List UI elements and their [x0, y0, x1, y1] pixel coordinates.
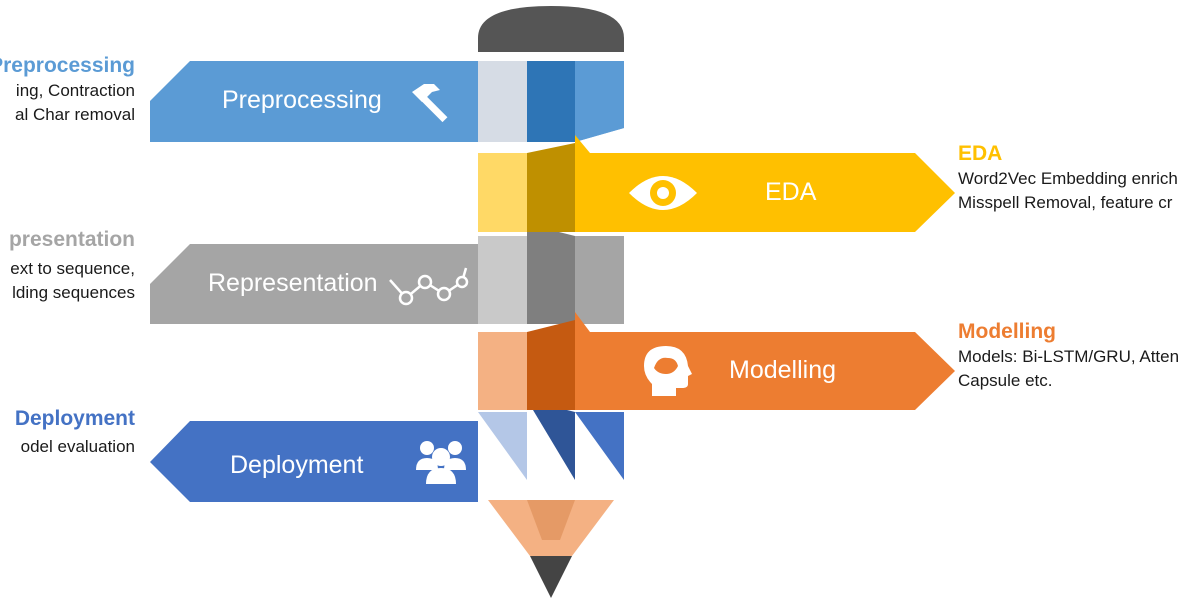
modelling-caption-line-2: Capsule etc.	[958, 371, 1053, 390]
pencil-cap	[478, 6, 624, 52]
representation-caption-line-1: ext to sequence,	[10, 259, 135, 278]
eda-caption-title: EDA	[958, 142, 1003, 165]
users-icon	[416, 441, 466, 484]
eda-caption-line-2: Misspell Removal, feature cr	[958, 193, 1173, 212]
stage-deployment-band	[150, 400, 624, 502]
molecule-icon	[389, 267, 469, 306]
representation-caption-title: presentation	[8, 228, 135, 251]
representation-caption-line-2: lding sequences	[12, 283, 135, 302]
preprocessing-arrow-label: Preprocessing	[222, 86, 382, 114]
pencil-tip	[488, 500, 614, 598]
stage-modelling-band	[478, 312, 955, 410]
deployment-caption-title: Deployment	[14, 407, 135, 430]
eda-caption: EDA Word2Vec Embedding enrich Misspell R…	[958, 140, 1200, 230]
deployment-arrow-label: Deployment	[230, 451, 364, 479]
preprocessing-caption-line-2: al Char removal	[15, 105, 135, 124]
modelling-arrow-label: Modelling	[729, 356, 837, 384]
eda-caption-line-1: Word2Vec Embedding enrich	[958, 169, 1178, 188]
preprocessing-caption-line-1: ing, Contraction	[15, 81, 135, 100]
modelling-caption: Modelling Models: Bi-LSTM/GRU, Atten Cap…	[958, 318, 1200, 398]
modelling-caption-title: Modelling	[958, 320, 1056, 343]
head-icon	[644, 346, 692, 396]
stage-representation-band	[150, 224, 624, 324]
stage-eda-band	[478, 135, 955, 232]
modelling-caption-line-1: Models: Bi-LSTM/GRU, Atten	[958, 347, 1180, 366]
hammer-icon	[412, 84, 448, 123]
preprocessing-caption-title: Preprocessing	[0, 54, 135, 77]
representation-arrow-label: Representation	[208, 269, 378, 297]
eye-icon	[629, 176, 697, 210]
eda-arrow-label: EDA	[765, 178, 817, 206]
deployment-caption-line-1: odel evaluation	[20, 437, 135, 456]
stage-preprocessing-band	[150, 61, 624, 142]
